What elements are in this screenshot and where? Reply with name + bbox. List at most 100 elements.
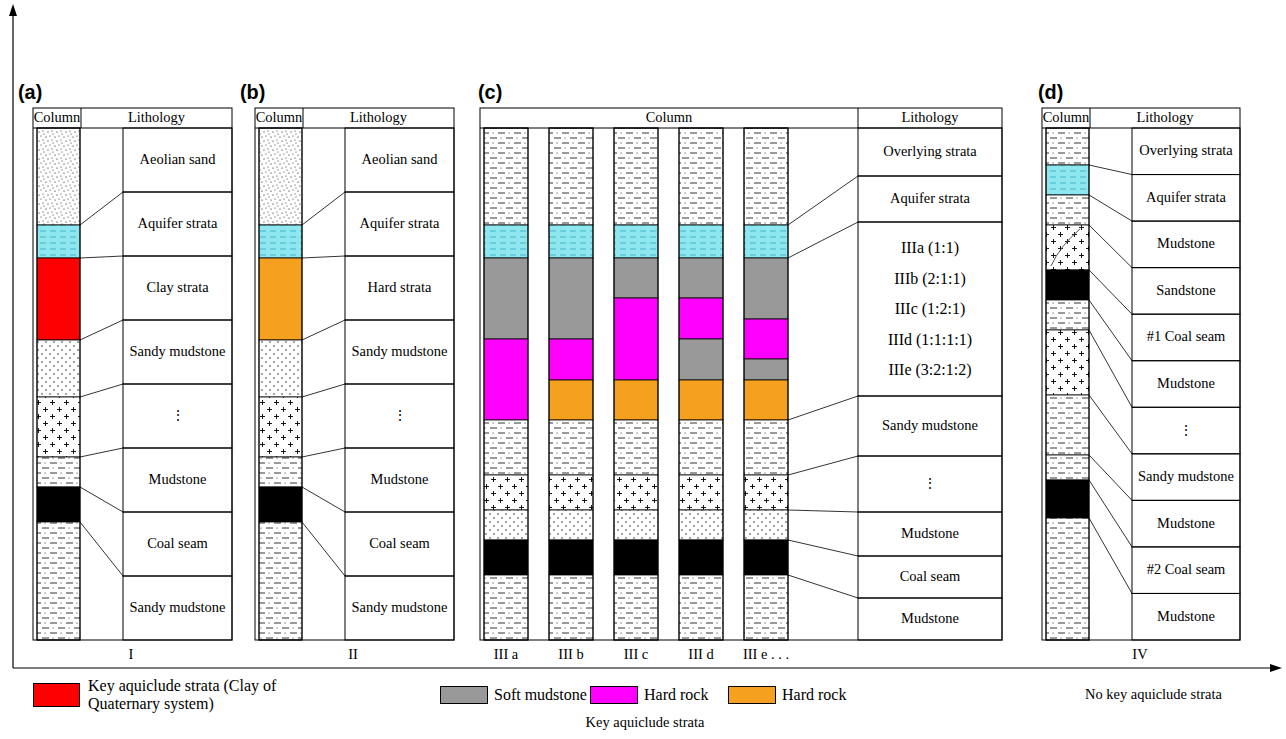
ratio-label: IIIb (2:1:1) bbox=[894, 270, 966, 288]
lithology-label: Sandy mudstone bbox=[860, 397, 1000, 455]
lithology-cell bbox=[345, 192, 454, 256]
column-number: III e . . . bbox=[721, 645, 811, 665]
axis-arrowhead bbox=[1270, 664, 1282, 672]
stratum-layer bbox=[679, 258, 723, 298]
table-header: Column bbox=[480, 108, 858, 128]
stratum-layer bbox=[744, 258, 788, 319]
stratum-layer bbox=[259, 457, 302, 487]
lithology-label: ⋮ bbox=[347, 385, 452, 447]
stratum-layer bbox=[37, 457, 80, 487]
lithology-cell bbox=[345, 512, 454, 576]
lithology-label: Sandy mudstone bbox=[347, 577, 452, 639]
lithology-label: Sandy mudstone bbox=[125, 321, 230, 383]
stratum-layer bbox=[484, 475, 528, 510]
stratum-layer bbox=[679, 475, 723, 510]
lithology-cell bbox=[345, 576, 454, 640]
stratum-layer bbox=[679, 540, 723, 575]
fracture-line bbox=[1051, 229, 1080, 266]
lithology-label: Aeolian sand bbox=[125, 129, 230, 191]
leader-line bbox=[1089, 195, 1132, 221]
leader-line bbox=[788, 575, 858, 598]
lithology-cell bbox=[858, 222, 1002, 396]
stratum-layer bbox=[259, 128, 302, 225]
lithology-cell bbox=[123, 320, 232, 384]
lithology-label: Overlying strata bbox=[1134, 129, 1238, 174]
stratum-layer bbox=[679, 298, 723, 339]
ratio-label: IIIc (1:2:1) bbox=[895, 300, 966, 318]
stratum-layer bbox=[484, 510, 528, 540]
lithology-cell bbox=[1132, 361, 1240, 408]
lithology-label: Mudstone bbox=[860, 599, 1000, 639]
stratum-layer bbox=[744, 380, 788, 420]
lithology-cell bbox=[123, 576, 232, 640]
leader-line bbox=[80, 487, 123, 512]
stratum-layer bbox=[679, 225, 723, 258]
lithology-label: Mudstone bbox=[1134, 594, 1238, 639]
stratum-layer bbox=[679, 510, 723, 540]
legend-swatch bbox=[728, 686, 776, 704]
stratum-layer bbox=[549, 510, 593, 540]
lithology-label: Mudstone bbox=[860, 513, 1000, 555]
lithology-label: Overlying strata bbox=[860, 129, 1000, 175]
lithology-cell bbox=[1132, 314, 1240, 361]
column-number: III a bbox=[474, 645, 538, 665]
lithology-label: Mudstone bbox=[125, 449, 230, 511]
leader-line bbox=[788, 540, 858, 556]
lithology-cell bbox=[1132, 454, 1240, 501]
stratum-layer bbox=[549, 128, 593, 225]
lithology-label: Sandy mudstone bbox=[125, 577, 230, 639]
lithology-label: Aeolian sand bbox=[347, 129, 452, 191]
table-header: Column bbox=[1042, 108, 1090, 128]
lithology-cell bbox=[858, 396, 1002, 456]
horizontal-axis bbox=[13, 667, 1272, 668]
stratum-layer bbox=[1046, 518, 1089, 640]
lithology-label: ⋮ bbox=[125, 385, 230, 447]
stratum-layer bbox=[1046, 395, 1089, 455]
stratum-layer bbox=[614, 510, 658, 540]
strata-column bbox=[744, 128, 788, 640]
legend-text: Hard rock bbox=[644, 686, 724, 704]
panel-title: (c) bbox=[478, 80, 528, 106]
stratum-layer bbox=[614, 298, 658, 380]
lithology-cell bbox=[858, 128, 1002, 176]
leader-line bbox=[1089, 518, 1132, 593]
ratio-label: IIId (1:1:1:1) bbox=[888, 331, 972, 349]
lithology-cell bbox=[345, 384, 454, 448]
stratum-layer bbox=[744, 359, 788, 380]
leader-line bbox=[788, 222, 858, 258]
table-header: Column bbox=[255, 108, 303, 128]
vertical-axis bbox=[12, 14, 13, 668]
stratum-layer bbox=[744, 575, 788, 640]
stratum-layer bbox=[259, 258, 302, 340]
leader-line bbox=[1089, 480, 1132, 547]
strata-column bbox=[37, 128, 80, 640]
stratum-layer bbox=[259, 522, 302, 640]
strata-column bbox=[614, 128, 658, 640]
table-rule bbox=[303, 108, 304, 128]
stratum-layer bbox=[744, 540, 788, 575]
stratum-layer bbox=[1046, 195, 1089, 225]
table-rule bbox=[1090, 108, 1091, 128]
stratum-layer bbox=[744, 128, 788, 225]
leader-line bbox=[788, 510, 858, 512]
lithology-cell bbox=[858, 176, 1002, 222]
leader-line bbox=[1089, 225, 1132, 268]
legend-group-label: Key aquiclude strata bbox=[555, 712, 735, 734]
lithology-cell bbox=[123, 128, 232, 192]
lithology-label: Coal seam bbox=[125, 513, 230, 575]
lithology-label: Aquifer strata bbox=[125, 193, 230, 255]
lithology-label: Coal seam bbox=[860, 557, 1000, 597]
legend-text: Hard rock bbox=[782, 686, 862, 704]
lithology-label: Aquifer strata bbox=[860, 177, 1000, 221]
lithology-cell bbox=[1132, 175, 1240, 222]
table-header: Lithology bbox=[1090, 108, 1240, 128]
stratum-layer bbox=[484, 339, 528, 420]
stratum-layer bbox=[614, 420, 658, 475]
stratum-layer bbox=[744, 225, 788, 258]
stratum-layer bbox=[549, 225, 593, 258]
table-rule bbox=[81, 108, 82, 128]
lithology-label: Mudstone bbox=[1134, 501, 1238, 546]
leader-line bbox=[302, 487, 345, 512]
